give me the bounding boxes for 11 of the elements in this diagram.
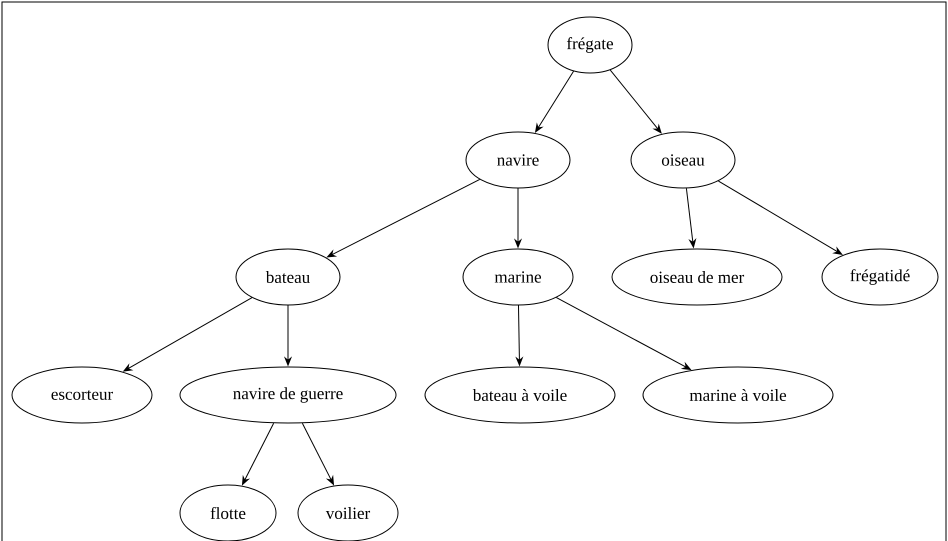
- ellipse-node: bateau: [236, 248, 340, 306]
- ellipse-node: oiseau: [630, 132, 736, 188]
- ellipse-node: bateau à voile: [424, 366, 616, 424]
- ellipse-node: escorteur: [12, 366, 152, 424]
- ellipse-node: marine: [462, 248, 574, 306]
- ellipse-node: navire de guerre: [180, 366, 396, 424]
- ellipse-node: frégate: [548, 16, 632, 74]
- ellipse-node: oiseau de mer: [612, 248, 782, 306]
- ellipse-node: marine à voile: [642, 366, 834, 424]
- ellipse-node: frégatidé: [822, 248, 938, 306]
- ellipse-node: navire: [466, 132, 570, 188]
